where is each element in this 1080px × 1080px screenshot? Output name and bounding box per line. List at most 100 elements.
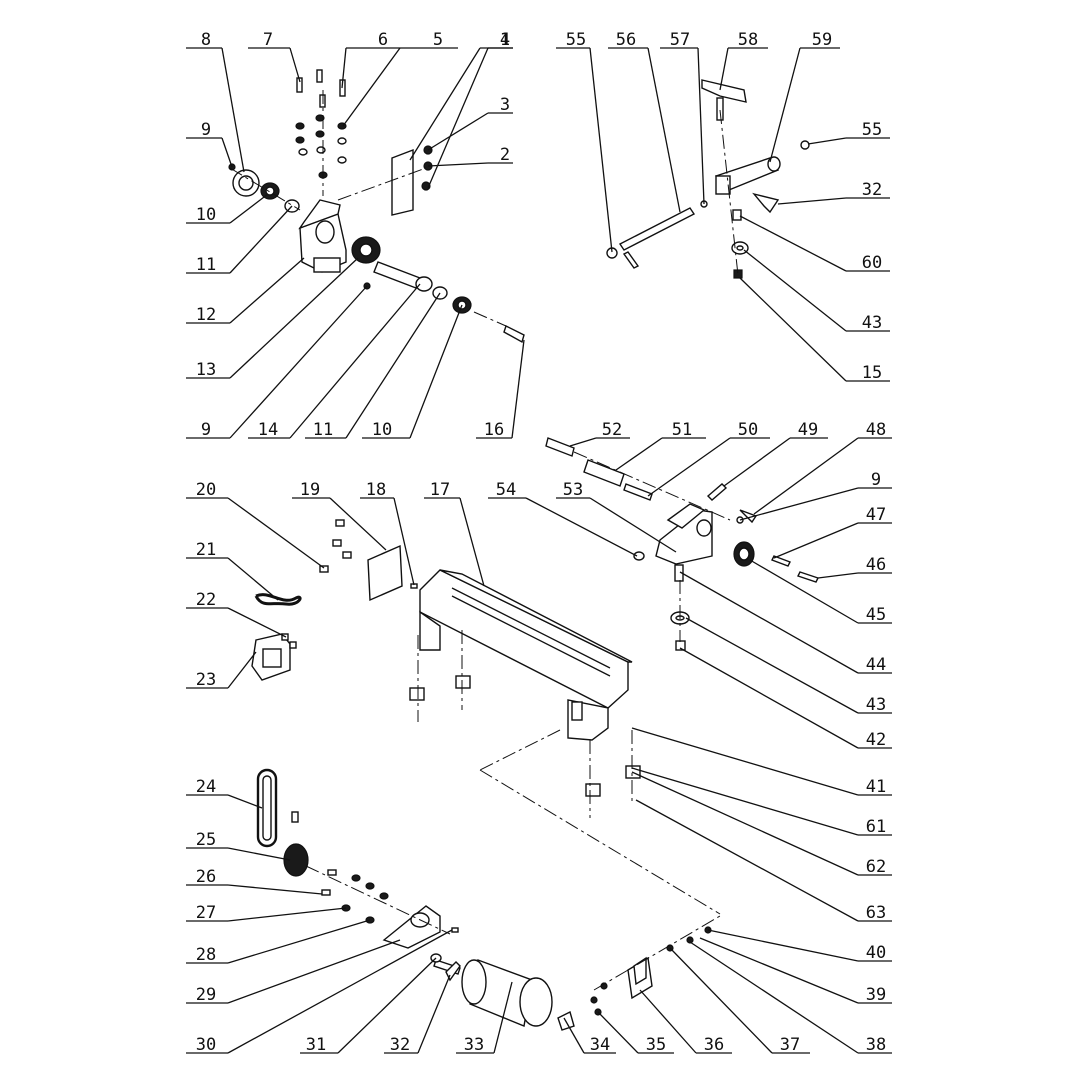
leader-line (743, 249, 847, 332)
leader-line (669, 947, 773, 1054)
leader-line (229, 205, 293, 274)
leader-line (227, 939, 401, 1004)
callout-number: 56 (616, 30, 636, 50)
callout-number: 42 (866, 730, 886, 750)
callout-number: 45 (866, 605, 886, 625)
callout-number: 11 (313, 420, 333, 440)
callout-number: 44 (866, 655, 886, 675)
callout-number: 41 (866, 777, 886, 797)
leader-line (227, 557, 279, 601)
leader-line (739, 487, 859, 521)
callout-number: 9 (201, 120, 211, 140)
leader-lines (186, 47, 892, 1054)
leader-line (647, 437, 731, 497)
callout-number: 22 (196, 590, 216, 610)
leader-line (409, 47, 481, 161)
callout-number: 53 (563, 480, 583, 500)
callout-number: 61 (866, 817, 886, 837)
callout-number: 2 (500, 145, 510, 165)
leader-line (342, 47, 401, 127)
leader-line (631, 767, 859, 836)
callout-number: 12 (196, 305, 216, 325)
callout-number: 43 (866, 695, 886, 715)
leader-line (647, 47, 681, 213)
callout-number: 13 (196, 360, 216, 380)
leader-line (427, 162, 489, 167)
leader-line (227, 884, 323, 895)
callout-number: 36 (704, 1035, 724, 1055)
callout-number: 59 (812, 30, 832, 50)
callout-number: 6 (378, 30, 388, 50)
tool-rest-assembly (606, 79, 810, 279)
callout-number: 43 (862, 313, 882, 333)
leader-line (221, 47, 245, 173)
leader-line (689, 941, 859, 1054)
leader-line (227, 607, 287, 638)
tailstock-assembly (545, 437, 819, 651)
callout-number: 26 (196, 867, 216, 887)
leader-line (227, 847, 291, 861)
leader-line (777, 197, 847, 205)
leader-line (227, 497, 325, 569)
bed-assembly (332, 519, 721, 915)
leader-line (753, 437, 859, 515)
leader-line (393, 497, 415, 586)
callout-number: 4 (500, 30, 510, 50)
callout-number: 49 (798, 420, 818, 440)
leader-line (597, 1011, 639, 1054)
callout-number: 16 (484, 420, 504, 440)
callout-number: 55 (566, 30, 586, 50)
leader-line (773, 522, 859, 559)
callout-number: 52 (602, 420, 622, 440)
leader-line (229, 257, 359, 379)
callout-number: 58 (738, 30, 758, 50)
callout-number: 38 (866, 1035, 886, 1055)
motor-assembly (256, 768, 721, 1031)
callout-number: 62 (866, 857, 886, 877)
callout-number: 46 (866, 555, 886, 575)
leader-line (289, 47, 301, 83)
leader-line (427, 47, 489, 189)
callout-number: 9 (871, 470, 881, 490)
callout-number: 17 (430, 480, 450, 500)
leader-line (679, 571, 859, 674)
leader-line (227, 919, 371, 964)
leader-line (639, 989, 697, 1054)
callout-number: 35 (646, 1035, 666, 1055)
leader-line (227, 907, 347, 922)
callout-number: 29 (196, 985, 216, 1005)
leader-line (817, 572, 859, 579)
callout-number: 15 (862, 363, 882, 383)
callout-number: 31 (306, 1035, 326, 1055)
callout-number: 10 (196, 205, 216, 225)
callout-number: 50 (738, 420, 758, 440)
leader-line (631, 727, 859, 796)
callout-number: 48 (866, 420, 886, 440)
leader-line (685, 617, 859, 714)
callout-number: 19 (300, 480, 320, 500)
leader-line (631, 771, 859, 876)
leader-line (227, 794, 263, 809)
leader-line (459, 497, 485, 587)
callout-number: 37 (780, 1035, 800, 1055)
leader-line (739, 277, 847, 382)
leader-line (229, 193, 269, 224)
callout-number: 28 (196, 945, 216, 965)
callout-number: 54 (496, 480, 516, 500)
callout-number: 57 (670, 30, 690, 50)
leader-line (337, 957, 437, 1054)
callout-number: 30 (196, 1035, 216, 1055)
callout-number: 34 (590, 1035, 610, 1055)
leader-line (227, 651, 257, 689)
leader-line (221, 137, 233, 168)
leader-line (615, 437, 663, 471)
callout-number: 63 (866, 903, 886, 923)
leader-line (289, 283, 421, 439)
leader-line (341, 47, 347, 89)
callout-number: 23 (196, 670, 216, 690)
leader-line (563, 1017, 585, 1054)
leader-line (409, 304, 463, 439)
